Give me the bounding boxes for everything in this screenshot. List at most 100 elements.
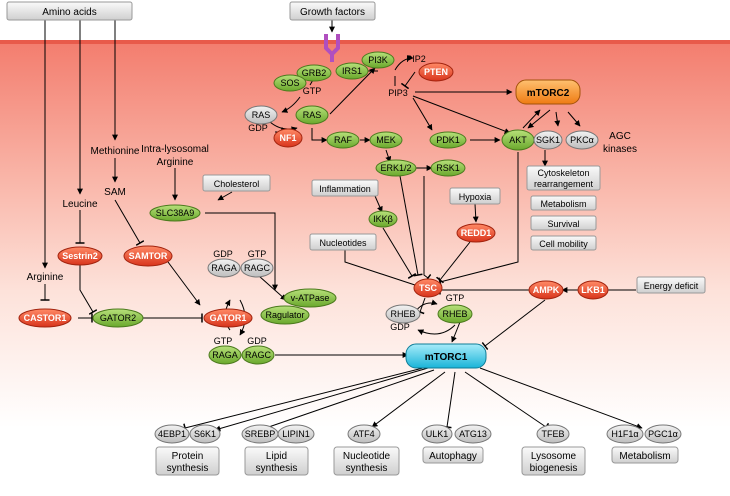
label-grb2: GRB2	[302, 68, 327, 78]
label-lipin1: LIPIN1	[282, 429, 310, 439]
node-mtorc1: mTORC1	[405, 343, 487, 369]
label-nucleotides: Nucleotides	[319, 238, 367, 248]
node-redd1: REDD1	[456, 223, 496, 243]
metabolism-right-box: Metabolism	[530, 195, 597, 211]
node-ragc2: RAGC	[241, 345, 275, 365]
node-4ebp1: 4EBP1	[154, 424, 190, 444]
label-ikkb: IKKβ	[373, 214, 393, 224]
label-cell-mobility: Cell mobility	[539, 239, 588, 249]
node-vatpase: v-ATPase	[283, 288, 337, 308]
label-cyto1: Cytoskeleton	[537, 168, 589, 178]
node-raga2: RAGA	[208, 345, 242, 365]
node-sos: SOS	[273, 74, 307, 92]
label-raga2: RAGA	[212, 350, 238, 360]
label-autophagy: Autophagy	[429, 451, 477, 462]
label-erk: ERK1/2	[380, 163, 411, 173]
label-rheb-grey: RHEB	[390, 309, 415, 319]
node-rsk1: RSK1	[430, 159, 466, 177]
label-redd1: REDD1	[461, 228, 492, 238]
label-akt: AKT	[509, 135, 527, 145]
label-metabolism-right: Metabolism	[540, 199, 586, 209]
label-gtp1: GTP	[303, 86, 322, 96]
node-tfeb: TFEB	[536, 424, 570, 444]
label-pi3k: PI3K	[368, 55, 388, 65]
node-lipin1: LIPIN1	[277, 424, 315, 444]
label-mtorc1: mTORC1	[425, 352, 468, 363]
methionine-label: Methionine	[91, 146, 140, 157]
plain-labels: Methionine Leucine SAM Arginine Intra-ly…	[27, 54, 637, 346]
label-lkb1: LKB1	[581, 285, 605, 295]
node-akt: AKT	[501, 129, 535, 151]
sam-label: SAM	[104, 187, 126, 198]
label-gdp1: GDP	[248, 123, 268, 133]
node-ulk1: ULK1	[421, 424, 453, 444]
label-rsk1: RSK1	[436, 163, 460, 173]
node-atg13: ATG13	[454, 424, 492, 444]
label-tsc: TSC	[419, 283, 438, 293]
label-rheb-green: RHEB	[442, 309, 467, 319]
label-lysosome2: biogenesis	[530, 463, 578, 474]
arginine-label: Arginine	[27, 272, 64, 283]
node-pkca: PKCα	[565, 130, 599, 150]
label-ulk1: ULK1	[426, 429, 449, 439]
label-srebp: SREBP	[245, 429, 276, 439]
label-ragc1: RAGC	[244, 263, 271, 273]
node-lkb1: LKB1	[577, 280, 609, 300]
growth-factors-box: Growth factors	[289, 1, 376, 21]
node-mek: MEK	[369, 131, 403, 149]
label-raga1: RAGA	[211, 263, 237, 273]
node-ragc1: RAGC	[240, 258, 274, 278]
cell-mobility-box: Cell mobility	[530, 235, 597, 251]
leucine-label: Leucine	[62, 199, 97, 210]
label-gator1: GATOR1	[210, 313, 247, 323]
label-gator2: GATOR2	[100, 313, 136, 323]
node-raga1: RAGA	[207, 258, 241, 278]
node-ampk: AMPK	[528, 280, 564, 300]
label-vatpase: v-ATPase	[291, 293, 330, 303]
label-protein2: synthesis	[167, 463, 209, 474]
label-h1f1a: H1F1α	[611, 429, 638, 439]
stimulus-boxes: Cholesterol Inflammation Hypoxia Nucleot…	[202, 165, 706, 294]
label-irs1: IRS1	[342, 66, 362, 76]
node-erk: ERK1/2	[375, 159, 417, 177]
label-gdp-ragc2: GDP	[247, 336, 267, 346]
label-amino-acids: Amino acids	[42, 7, 96, 18]
label-growth-factors: Growth factors	[300, 7, 365, 18]
label-ragulator: Ragulator	[265, 310, 304, 320]
node-rheb-grey: RHEB	[385, 304, 421, 324]
intra-lysosomal-arginine-label: Arginine	[157, 157, 194, 168]
node-srebp: SREBP	[241, 424, 279, 444]
cholesterol-box: Cholesterol	[202, 174, 271, 192]
label-nf1: NF1	[279, 133, 296, 143]
label-nucleotide2: synthesis	[346, 463, 388, 474]
label-ras-grey: RAS	[252, 110, 271, 120]
node-atf4: ATF4	[347, 424, 381, 444]
node-nf1: NF1	[273, 128, 303, 148]
amino-acids-box: Amino acids	[6, 1, 133, 21]
label-pten: PTEN	[424, 67, 448, 77]
label-protein1: Protein	[172, 451, 204, 462]
label-hypoxia: Hypoxia	[459, 192, 492, 202]
node-castor1: CASTOR1	[18, 308, 72, 328]
nodes: GRB2 SOS IRS1 PI3K RAS RAF MEK ERK1/2 RS…	[18, 51, 682, 444]
label-sos: SOS	[280, 78, 299, 88]
receptor-y-icon	[324, 34, 340, 62]
node-h1f1a: H1F1α	[606, 424, 644, 444]
hypoxia-box: Hypoxia	[449, 187, 501, 205]
label-pip2: PIP2	[406, 54, 426, 64]
node-sestrin2: Sestrin2	[57, 246, 103, 266]
label-pip3: PIP3	[388, 88, 408, 98]
agc-label: AGC	[609, 131, 631, 142]
node-ikkb: IKKβ	[368, 210, 398, 228]
label-cholesterol: Cholesterol	[214, 179, 260, 189]
label-lysosome1: Lysosome	[531, 451, 577, 462]
label-energy-deficit: Energy deficit	[644, 281, 699, 291]
agc-kinases-label: kinases	[603, 144, 637, 155]
node-samtor: SAMTOR	[123, 245, 173, 267]
intra-lysosomal-label: Intra-lysosomal	[141, 144, 209, 155]
